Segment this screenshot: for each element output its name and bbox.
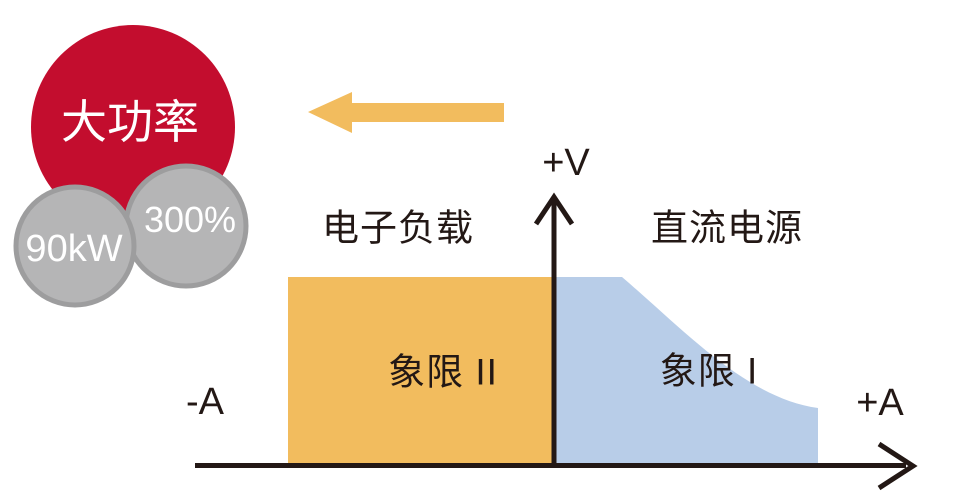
quadrant2-label: 象限 II [388, 351, 498, 393]
quadrant1-label: 象限 I [659, 350, 759, 392]
quadrant2-region [288, 277, 554, 465]
neg-current-label: -A [186, 381, 224, 423]
quadrant1-region [554, 277, 818, 465]
dc-source-label: 直流电源 [651, 207, 803, 249]
current-axis-arrowhead-icon [877, 441, 918, 491]
percent-badge-label: 300% [143, 199, 237, 240]
voltage-axis-label: +V [542, 142, 590, 184]
voltage-axis-arrowhead-icon [533, 192, 575, 226]
electronic-load-label: 电子负载 [322, 207, 474, 249]
pos-current-label: +A [856, 382, 904, 424]
kw-badge-label: 90kW [25, 228, 123, 270]
power-badge-label: 大功率 [61, 96, 199, 148]
kw-badge-circle [13, 184, 137, 308]
left-arrow-icon [308, 92, 504, 133]
